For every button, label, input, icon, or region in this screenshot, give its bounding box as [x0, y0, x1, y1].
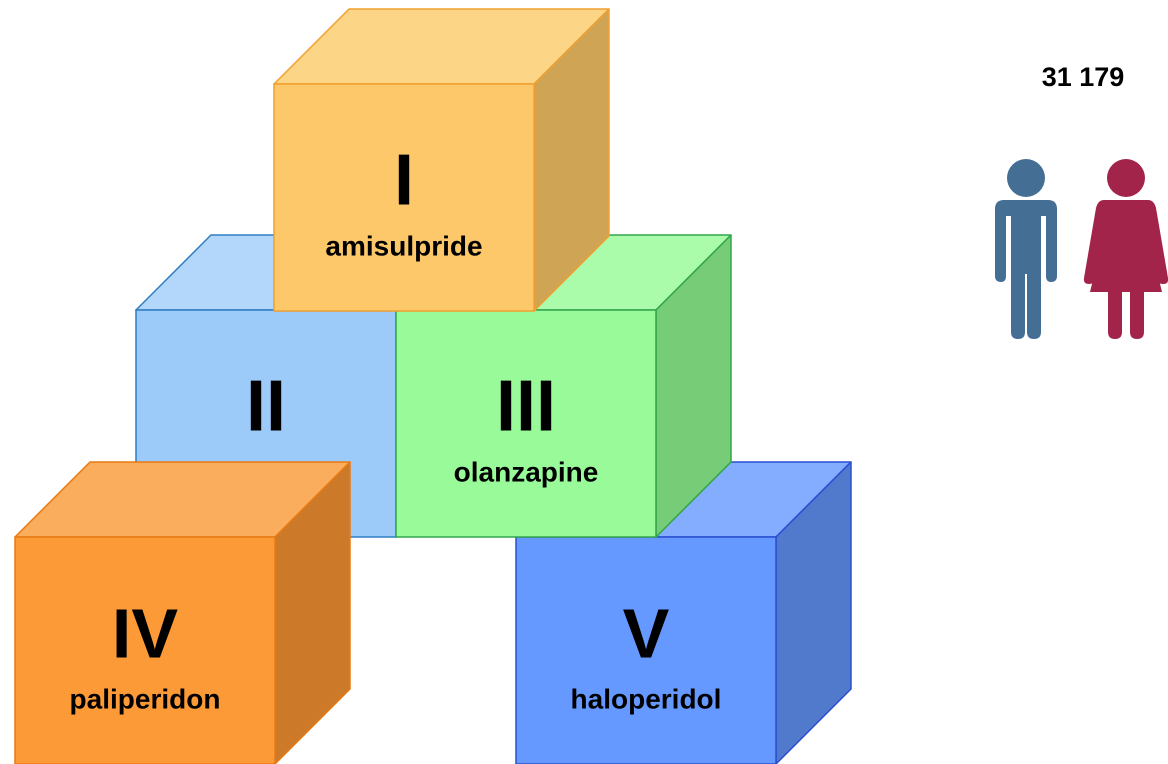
- cube-3-numeral: III: [496, 366, 556, 446]
- cube-4-numeral: IV: [112, 594, 178, 672]
- cube-1-numeral: I: [394, 140, 414, 220]
- patients-icon-group: [995, 159, 1168, 339]
- cube-5-numeral: V: [623, 594, 670, 672]
- cube-3-drug-label: olanzapine: [454, 456, 599, 487]
- cube-4-drug-label: paliperidon: [70, 683, 221, 714]
- cube-1-drug-label: amisulpride: [325, 230, 482, 261]
- cube-5-drug-label: haloperidol: [571, 683, 722, 714]
- cube-2-numeral: II: [246, 366, 286, 446]
- cubes-layer: IIrisperidonIVpaliperidonVhaloperidolIII…: [14, 8, 852, 764]
- cube-1-front-face: [273, 83, 535, 312]
- cube-4: IV paliperidon: [14, 461, 351, 764]
- patient-count: 31 179: [1041, 62, 1125, 92]
- cube-3-front-face: [395, 309, 657, 538]
- cube-4-front-face: [14, 536, 276, 764]
- female-person-icon: [1083, 159, 1168, 339]
- male-person-icon: [995, 159, 1057, 339]
- cube-5-front-face: [515, 536, 777, 764]
